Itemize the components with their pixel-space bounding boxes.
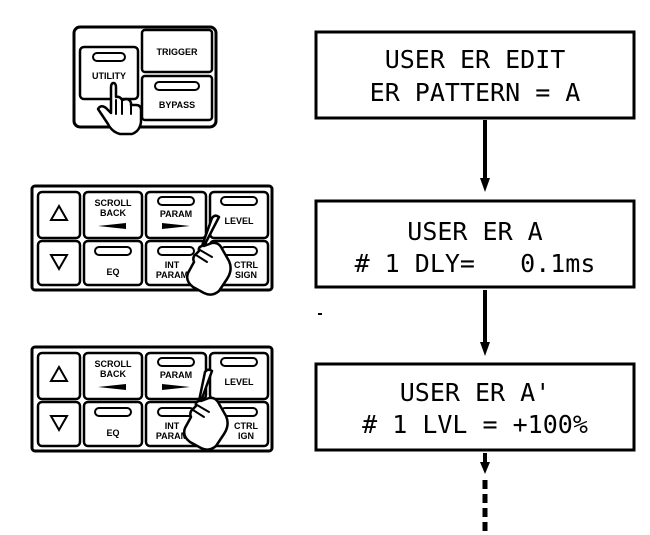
scroll-back-button[interactable]: SCROLL BACK [82, 190, 144, 240]
flow-arrow-1 [480, 120, 490, 192]
pointing-hand-icon [182, 368, 229, 451]
flow-arrow-2 [480, 290, 490, 356]
param-label: PARAM [160, 370, 192, 380]
eq-button[interactable]: EQ [82, 400, 144, 448]
lcd-display-1-line2: ER PATTERN = A [370, 78, 581, 107]
trigger-button[interactable]: TRIGGER [140, 28, 214, 74]
scroll-back-button[interactable]: SCROLL BACK [82, 351, 144, 401]
int-param-label-line2: PARAM [156, 431, 188, 441]
eq-button[interactable]: EQ [82, 239, 144, 287]
control-panel-2: SCROLL BACK PARAM LEVEL EQ INT PARAM [30, 345, 274, 453]
level-button[interactable]: LEVEL [208, 190, 270, 240]
stray-mark [318, 313, 322, 315]
lcd-display-2: USER ER A # 1 DLY= 0.1ms [314, 199, 636, 289]
trigger-label: TRIGGER [156, 47, 198, 57]
lcd-display-1: USER ER EDIT ER PATTERN = A [314, 30, 636, 120]
bypass-button[interactable]: BYPASS [140, 74, 214, 122]
int-param-label-line1: INT [165, 421, 180, 431]
lcd-display-3-line1: USER ER A' [400, 378, 551, 407]
utility-button[interactable]: UTILITY [78, 45, 140, 101]
param-button[interactable]: PARAM [144, 190, 208, 240]
lcd-display-1-line1: USER ER EDIT [385, 45, 566, 74]
lcd-display-3-line2: # 1 LVL = +100% [362, 410, 588, 439]
param-label: PARAM [160, 209, 192, 219]
bypass-label: BYPASS [159, 100, 195, 110]
up-triangle-icon [49, 364, 69, 382]
int-param-label-line1: INT [165, 260, 180, 270]
ctrl-assign-label-line1: CTRL [234, 260, 258, 270]
scroll-back-label-line1: SCROLL [95, 359, 133, 369]
utility-panel: UTILITY TRIGGER BYPASS [72, 25, 218, 136]
scroll-back-label-line2: BACK [100, 208, 126, 218]
eq-label: EQ [106, 267, 119, 277]
int-param-label-line2: PARAM [156, 270, 188, 280]
scroll-back-label-line1: SCROLL [95, 198, 133, 208]
down-button[interactable] [36, 400, 82, 448]
pointing-hand-icon [96, 81, 143, 136]
right-arrow-icon [162, 384, 190, 390]
control-panel-1: SCROLL BACK PARAM LEVEL EQ INT PAR [30, 184, 274, 296]
level-label: LEVEL [224, 216, 254, 226]
right-arrow-icon [162, 223, 190, 229]
up-triangle-icon [49, 203, 69, 221]
lcd-display-2-line2: # 1 DLY= 0.1ms [355, 249, 596, 278]
up-button[interactable] [36, 190, 82, 240]
ctrl-assign-label-line2: SIGN [235, 270, 257, 280]
left-arrow-icon [98, 384, 126, 390]
left-arrow-icon [98, 223, 126, 229]
flow-arrow-3 [480, 453, 490, 474]
utility-label: UTILITY [92, 71, 126, 81]
scroll-back-label-line2: BACK [100, 369, 126, 379]
level-label: LEVEL [224, 377, 254, 387]
eq-label: EQ [106, 428, 119, 438]
ctrl-assign-label-line1: CTRL [234, 421, 258, 431]
pointing-hand-icon [185, 214, 232, 296]
level-button[interactable]: LEVEL [208, 351, 270, 401]
param-button[interactable]: PARAM [144, 351, 208, 401]
down-button[interactable] [36, 239, 82, 287]
up-button[interactable] [36, 351, 82, 401]
lcd-display-2-line1: USER ER A [407, 217, 542, 246]
down-triangle-icon [49, 415, 69, 433]
ctrl-assign-label-line2: IGN [238, 431, 254, 441]
lcd-display-3: USER ER A' # 1 LVL = +100% [314, 362, 636, 452]
down-triangle-icon [49, 254, 69, 272]
